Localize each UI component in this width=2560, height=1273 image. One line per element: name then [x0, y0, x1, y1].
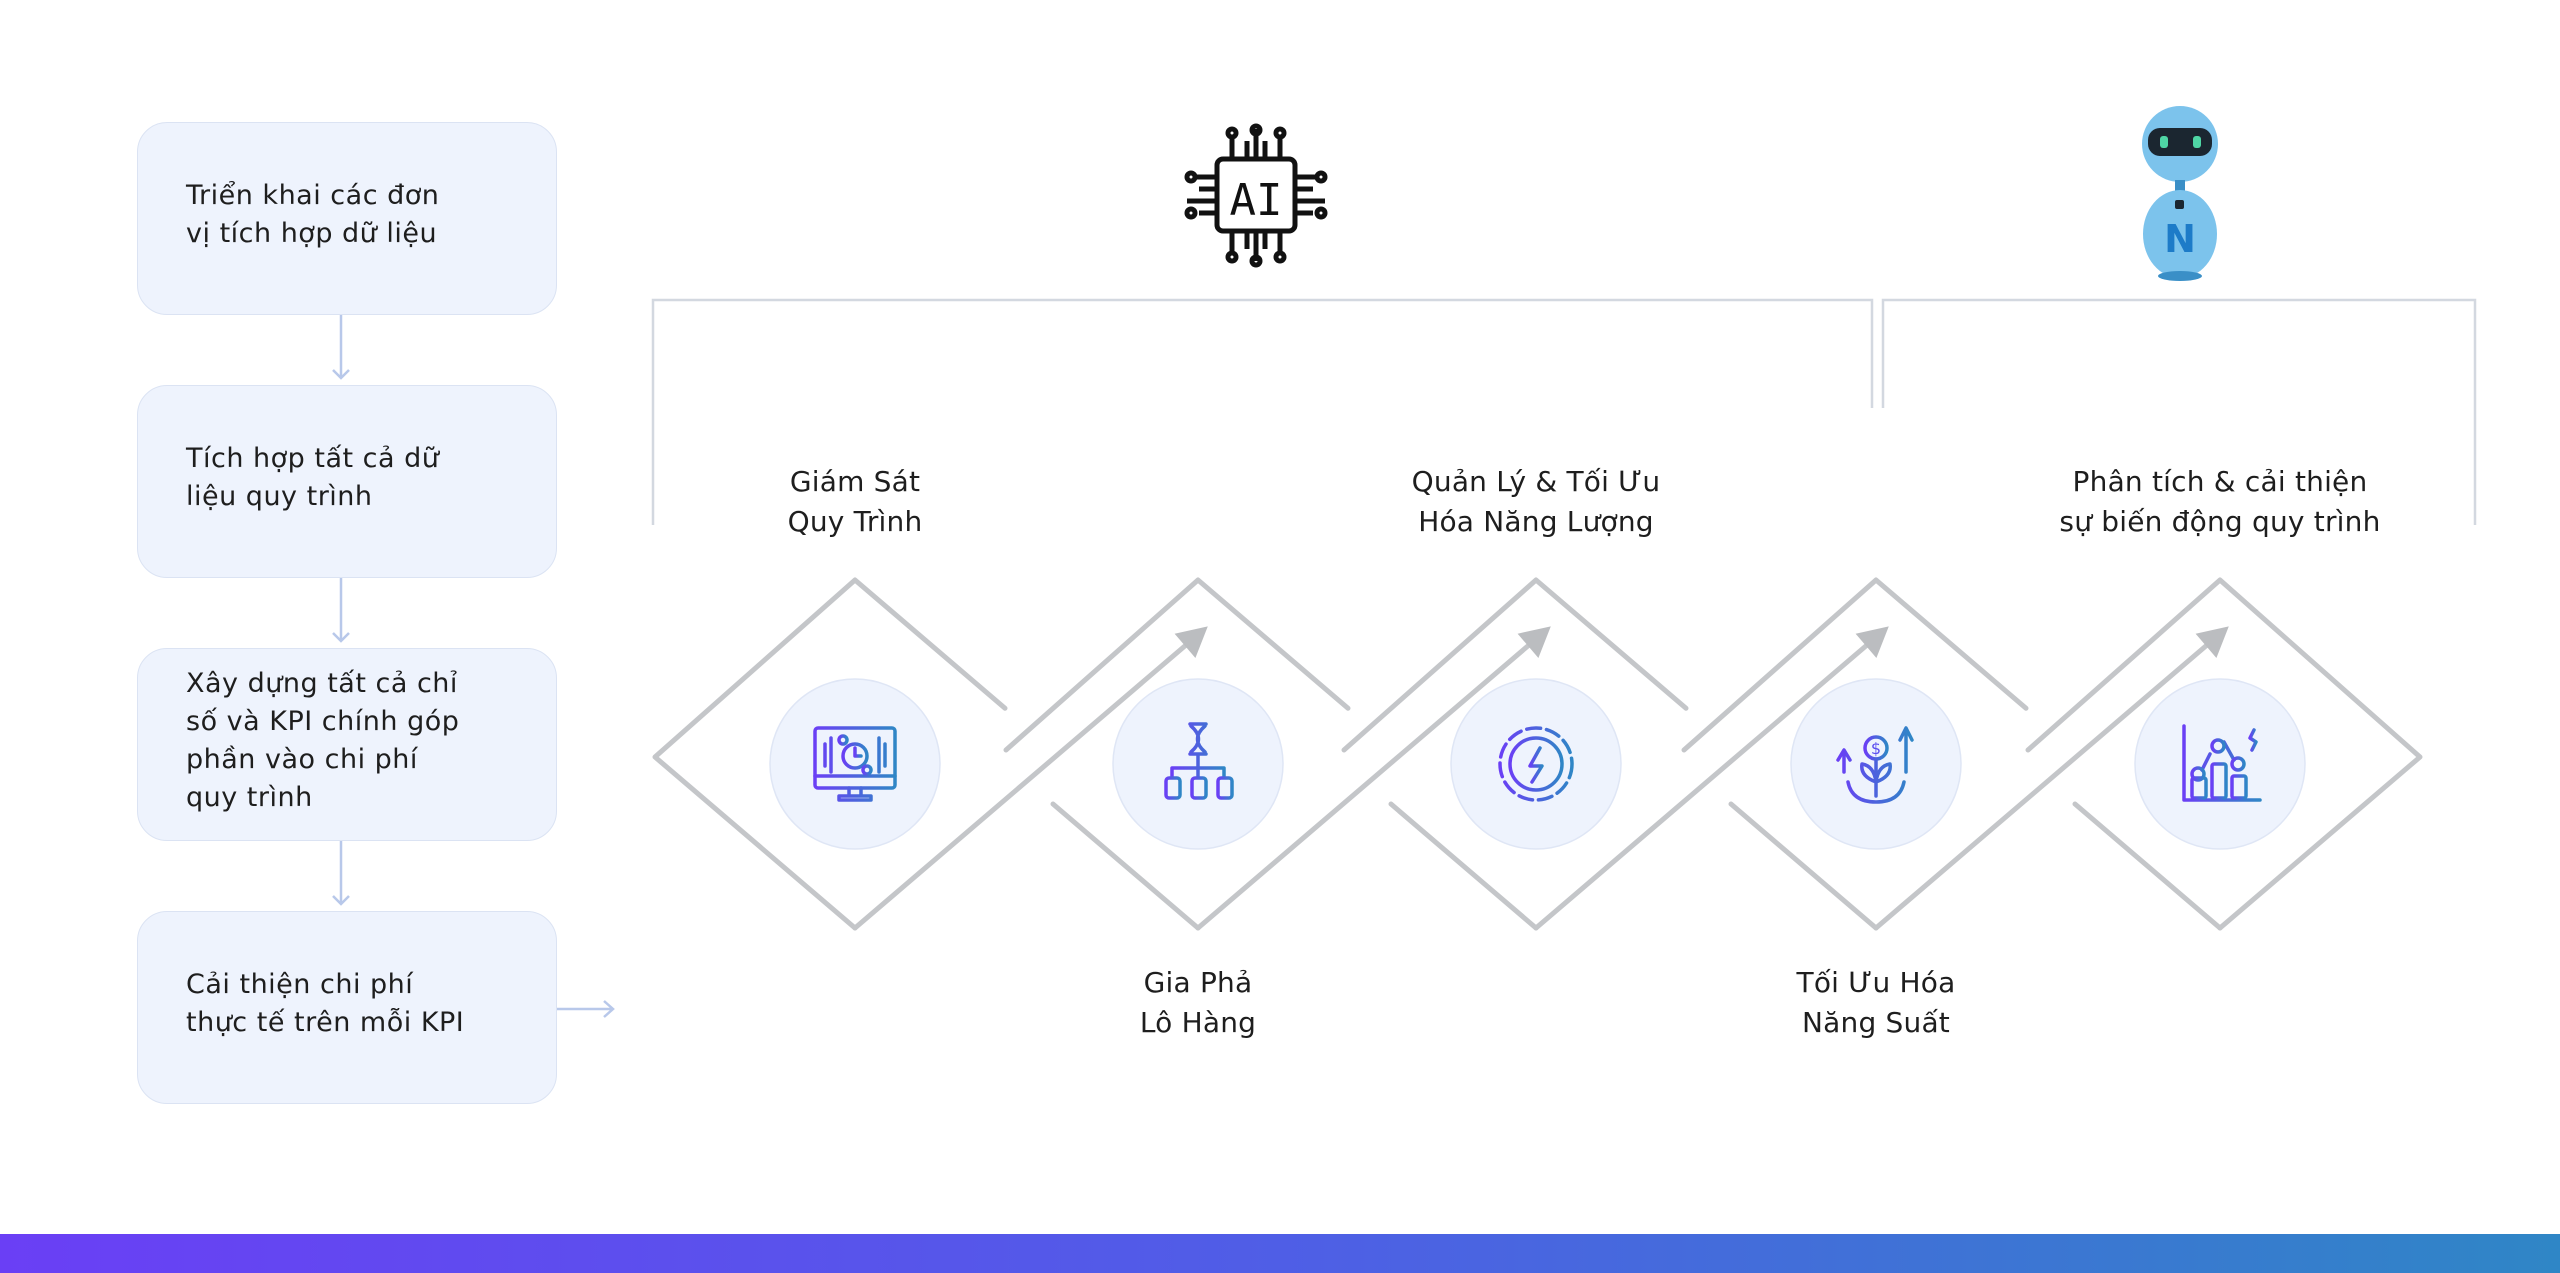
- step-box-2: Tích hợp tất cả dữ liệu quy trình: [137, 385, 557, 578]
- stage-label-5: Phân tích & cải thiện sự biến động quy t…: [2059, 465, 2381, 538]
- step-box-4: Cải thiện chi phí thực tế trên mỗi KPI: [137, 911, 557, 1104]
- energy-gear-icon: [1498, 726, 1574, 802]
- step-label: Cải thiện chi phí thực tế trên mỗi KPI: [186, 968, 465, 1038]
- analytics-chart-icon: [2182, 724, 2262, 802]
- ribbon-upper-segment: [1341, 577, 1689, 753]
- ribbon-upper-segment: [1681, 577, 2029, 753]
- arrow-down-icon: [332, 578, 350, 643]
- ribbon-lower-segment: [1050, 801, 1201, 931]
- flow-arrows: [332, 315, 615, 1018]
- step-box-1: Triển khai các đơn vị tích hợp dữ liệu: [137, 122, 557, 315]
- arrow-down-icon: [332, 315, 350, 380]
- stage-circle: [1450, 678, 1622, 850]
- step-box-3: Xây dựng tất cả chỉ số và KPI chính góp …: [137, 648, 557, 841]
- ribbon-diagonal: [1533, 643, 1869, 931]
- step-label: Xây dựng tất cả chỉ số và KPI chính góp …: [186, 667, 460, 813]
- ribbon-lower-segment: [1388, 801, 1539, 931]
- arrow-down-icon: [332, 841, 350, 906]
- stage-label-2: Gia Phả Lô Hàng: [1139, 966, 1257, 1039]
- ribbon-upper-segment: [2025, 577, 2423, 931]
- arrowhead-icon: [1855, 626, 1889, 659]
- stage-circles: $: [769, 678, 2306, 850]
- stage-label-3: Quản Lý & Tối Ưu Hóa Năng Lượng: [1411, 465, 1661, 538]
- robot-bracket: [1881, 298, 2477, 525]
- ai-bracket: [651, 298, 1874, 525]
- footer-gradient-bar: [0, 1234, 2560, 1273]
- dna-hierarchy-icon: [1164, 722, 1234, 800]
- step-label: Tích hợp tất cả dữ liệu quy trình: [186, 442, 440, 512]
- productivity-growth-icon: $: [1836, 726, 1914, 804]
- ribbon-diagonal: [1195, 643, 1531, 931]
- ai-chip-text: AI: [1230, 175, 1283, 226]
- robot-logo: N: [2164, 217, 2196, 261]
- ribbon-upper-segment: [1003, 577, 1351, 753]
- arrowhead-icon: [1517, 626, 1551, 659]
- monitor-process-icon: [813, 726, 897, 802]
- stage-circle: [769, 678, 941, 850]
- step-label: Triển khai các đơn vị tích hợp dữ liệu: [186, 179, 440, 249]
- arrow-right-icon: [557, 1000, 615, 1018]
- arrowhead-icon: [1174, 626, 1208, 659]
- arrowhead-icon: [2195, 626, 2229, 659]
- stage-label-4: Tối Ưu Hóa Năng Suất: [1796, 966, 1956, 1039]
- ribbon-upper-segment: [652, 577, 1008, 931]
- ai-chip-icon: AI: [1184, 123, 1328, 268]
- ribbon-diagonal: [1873, 643, 2209, 931]
- robot-mascot-icon: N: [2142, 106, 2218, 281]
- ribbon-lower-segment: [1728, 801, 1879, 931]
- ribbon-diagonal: [852, 643, 1188, 931]
- process-ribbon: [652, 577, 2423, 931]
- bracket-lines: [651, 298, 2477, 525]
- svg-text:$: $: [1871, 739, 1881, 758]
- ribbon-lower-segment: [2072, 801, 2223, 931]
- stage-label-1: Giám Sát Quy Trình: [787, 465, 923, 538]
